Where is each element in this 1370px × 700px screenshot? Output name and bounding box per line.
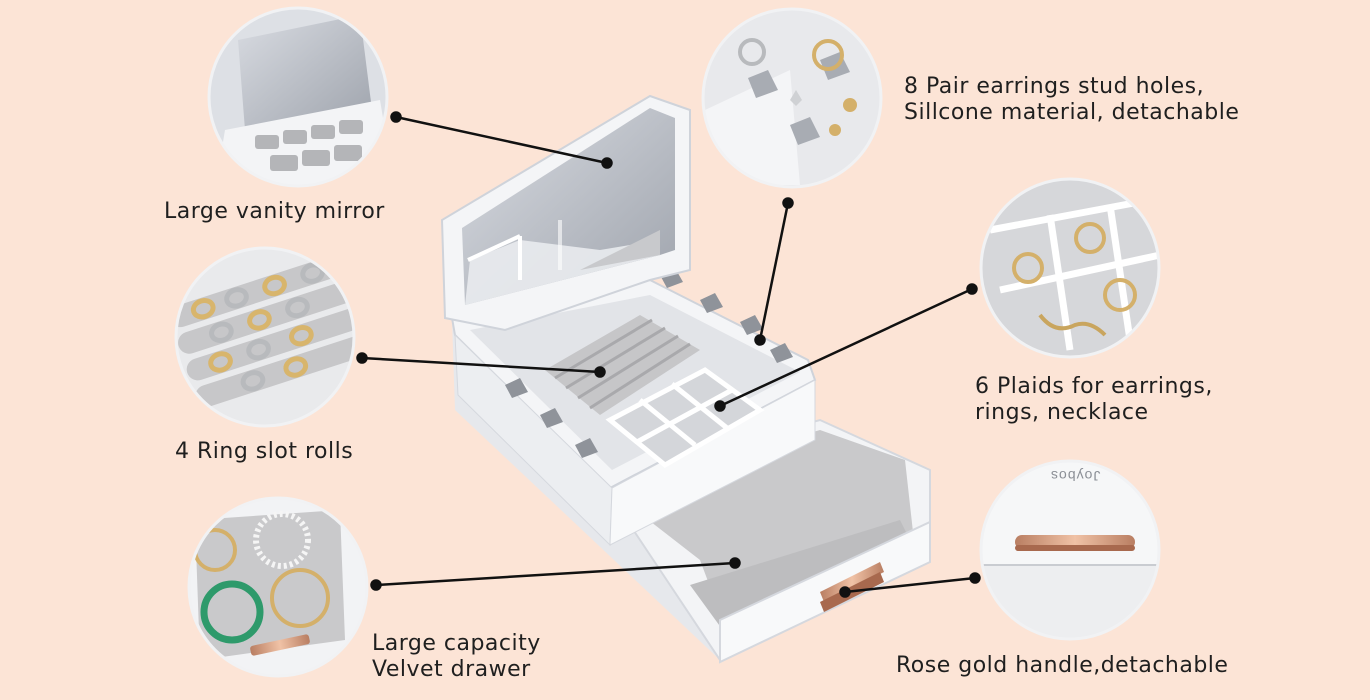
callout-stud-holes-line-2: Sillcone material, detachable [904, 100, 1240, 125]
callout-ring-rolls: 4 Ring slot rolls [175, 439, 353, 465]
ring-slot-rolls [545, 315, 700, 415]
plaid-compartments [605, 367, 765, 469]
stud-holes-detail-photo [701, 7, 883, 189]
callout-plaids: 6 Plaids for earrings, rings, necklace [975, 374, 1213, 426]
callout-drawer-line-1: Large capacity [372, 631, 541, 656]
mirror-detail-photo [207, 6, 389, 188]
earring-stud-holes [505, 268, 793, 458]
callout-handle: Rose gold handle,detachable [896, 653, 1228, 679]
callout-mirror: Large vanity mirror [164, 199, 385, 225]
handle-detail-photo [979, 459, 1161, 641]
plaids-detail-photo [979, 177, 1161, 359]
callout-ring-rolls-line-1: 4 Ring slot rolls [175, 439, 354, 464]
callout-drawer: Large capacity Velvet drawer [372, 631, 541, 683]
callout-mirror-line-1: Large vanity mirror [164, 199, 385, 224]
brand-mark: Joybos [1050, 468, 1101, 484]
drawer-detail-photo [187, 496, 369, 678]
leader-lines [356, 111, 981, 598]
ring-rolls-detail-photo [174, 246, 356, 428]
callout-stud-holes-line-1: 8 Pair earrings stud holes, [904, 74, 1205, 99]
callout-plaids-line-2: rings, necklace [975, 400, 1149, 425]
callout-handle-line-1: Rose gold handle,detachable [896, 653, 1229, 678]
callout-drawer-line-2: Velvet drawer [372, 657, 531, 682]
callout-plaids-line-1: 6 Plaids for earrings, [975, 374, 1213, 399]
callout-stud-holes: 8 Pair earrings stud holes, Sillcone mat… [904, 74, 1239, 126]
jewelry-box [440, 94, 931, 664]
